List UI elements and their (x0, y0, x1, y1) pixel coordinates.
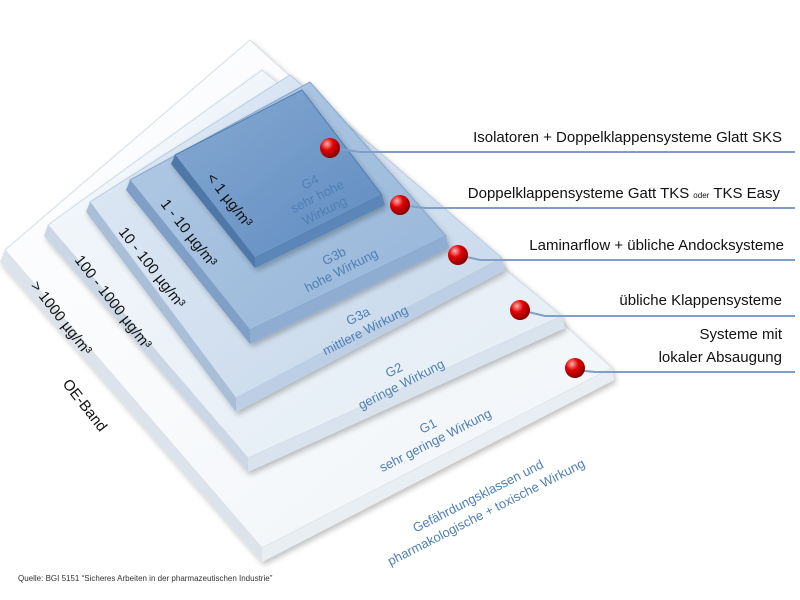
level-g3b-front-edge (126, 180, 250, 344)
leader-line-g3a (457, 254, 795, 261)
marker-dot-g3a (448, 245, 468, 265)
class-label-g4: G4 (299, 171, 321, 192)
marker-dot-g2 (510, 300, 530, 320)
level-g2-front-edge (44, 225, 248, 472)
class-label-g2: G2 (383, 359, 405, 380)
system-label-g2: übliche Klappensysteme (619, 292, 782, 309)
system-label-g3b-small: oder (693, 191, 709, 200)
level-g2-side-edge (248, 316, 565, 472)
leader-line-g3b (399, 204, 795, 209)
level-g4-front-edge (171, 155, 255, 268)
marker-dot-g4 (320, 138, 340, 158)
level-g4-side-edge (255, 195, 385, 268)
system-label-g3a: Laminarflow + übliche Andocksysteme (529, 237, 784, 254)
marker-dot-g1 (565, 358, 585, 378)
level-g3b-side-edge (250, 236, 449, 344)
leader-line-g2 (519, 309, 795, 317)
source-note: Quelle: BGI 5151 “Sicheres Arbeiten in d… (18, 574, 273, 583)
level-g3a-side-edge (236, 258, 505, 412)
level-g4 (171, 89, 385, 268)
marker-dot-g3b (390, 195, 410, 215)
leader-line-g4 (329, 147, 795, 153)
system-label-g4: Isolatoren + Doppelklappensysteme Glatt … (473, 129, 782, 146)
level-g3a-front-edge (86, 202, 236, 412)
markers (320, 138, 585, 378)
system-label-g3b-part2: TKS Easy (713, 185, 780, 202)
oe-band-axis-label: OE-Band (59, 376, 110, 435)
system-label-g1-line1: Systeme mit (699, 326, 782, 343)
level-g1-front-edge (0, 250, 262, 562)
level-g1-side-edge (262, 368, 614, 562)
system-label-g3b-part1: Doppelklappensysteme Gatt TKS (468, 185, 690, 202)
system-label-g1-line2: lokaler Absaugung (659, 349, 782, 366)
class-label-g1: G1 (417, 415, 439, 436)
